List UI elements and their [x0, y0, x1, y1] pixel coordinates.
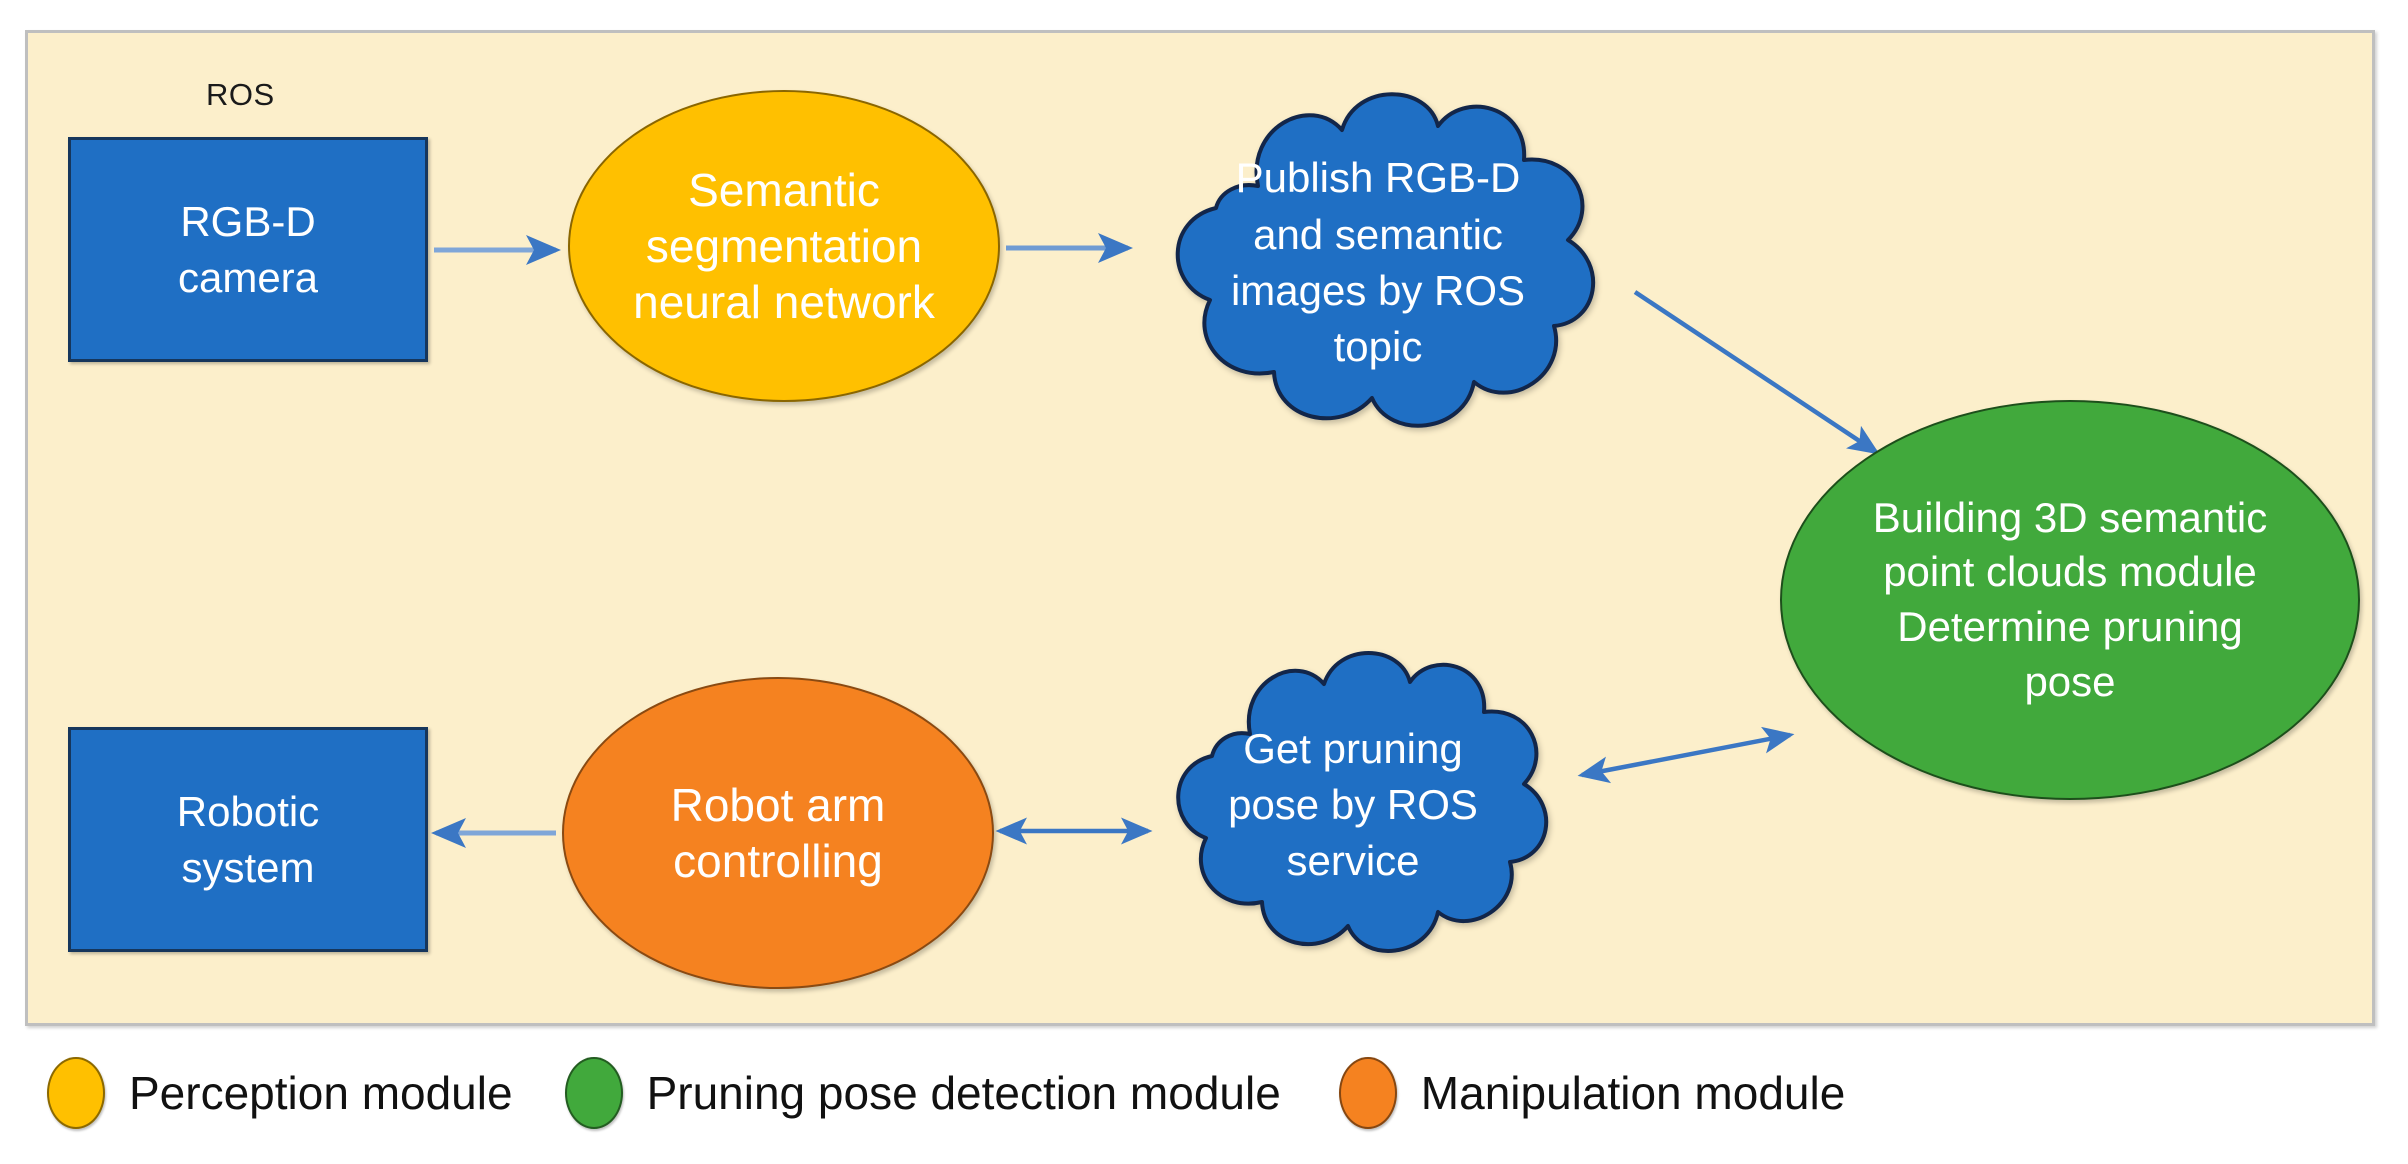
legend-label-perception: Perception module — [129, 1067, 513, 1119]
ros-panel-label: ROS — [206, 77, 275, 112]
legend-label-manipulation: Manipulation module — [1420, 1067, 1846, 1119]
legend-swatch-pruning-pose-detection-icon — [564, 1057, 623, 1129]
cloud-shape-icon — [1176, 651, 1549, 953]
cloud-shape-icon — [1175, 92, 1596, 428]
legend-label-pruning-pose-detection: Pruning pose detection module — [646, 1067, 1281, 1119]
legend-item-perception: Perception module — [47, 1057, 513, 1129]
legend: Perception module Pruning pose detection… — [25, 1038, 2375, 1148]
legend-item-pruning-pose-detection: Pruning pose detection module — [564, 1057, 1281, 1129]
legend-item-manipulation: Manipulation module — [1338, 1057, 1846, 1129]
legend-swatch-manipulation-icon — [1338, 1057, 1397, 1129]
legend-swatch-perception-icon — [47, 1057, 105, 1129]
